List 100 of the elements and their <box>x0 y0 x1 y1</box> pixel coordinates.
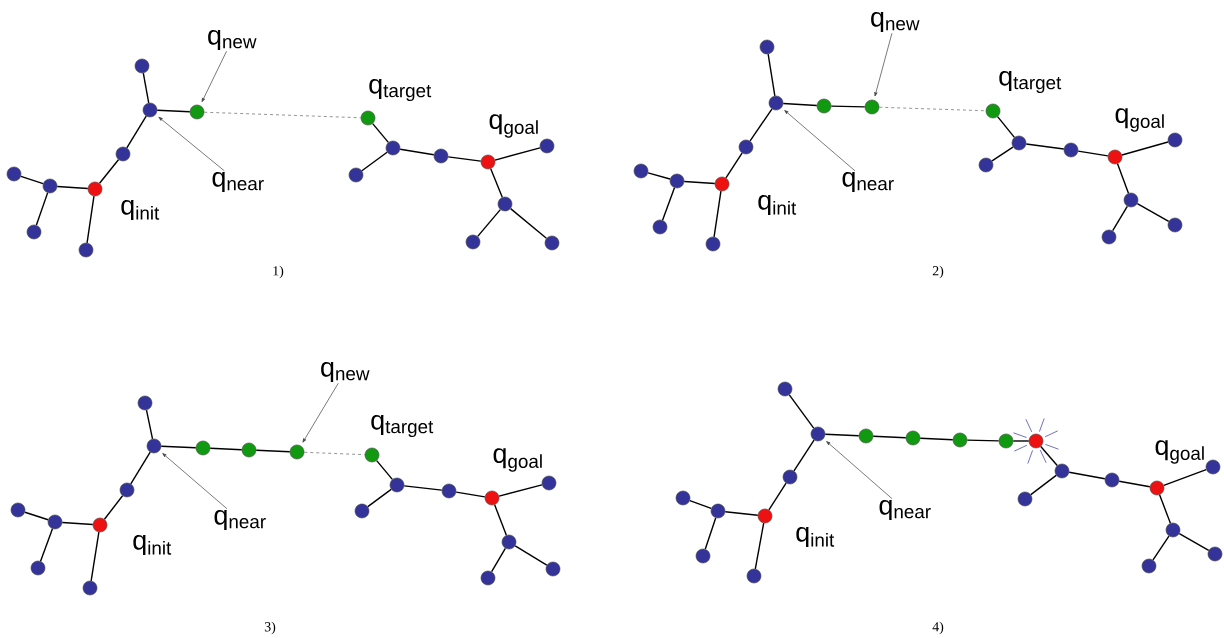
pointer-label: q$_{new}$ <box>208 29 257 50</box>
tree-edge <box>872 435 907 439</box>
tree-node <box>759 39 775 55</box>
tree-node <box>539 138 555 154</box>
tree-edge <box>24 511 49 521</box>
tree-edge <box>35 192 49 226</box>
tree-node <box>30 560 46 576</box>
tree-node <box>195 440 211 456</box>
tree-edge <box>919 437 954 441</box>
panel-number: 4) <box>932 621 944 635</box>
tree-edge <box>1163 468 1207 487</box>
tree-node <box>768 95 784 111</box>
tree-node <box>1017 491 1033 507</box>
tree-node <box>998 433 1014 449</box>
tree-node <box>115 146 131 162</box>
tree-edge <box>61 521 94 526</box>
tree-node <box>42 178 58 194</box>
leader-arrow <box>302 382 339 443</box>
tree-edge <box>1040 445 1058 467</box>
tree-edge <box>991 146 1014 162</box>
leader-arrow <box>784 110 856 172</box>
pointer-label: q$_{near}$ <box>214 509 266 530</box>
leader-arrow <box>826 441 893 500</box>
tree-node <box>348 167 364 183</box>
node-label: q$_{target}$ <box>369 78 432 102</box>
tree-edge <box>491 547 507 573</box>
tree-node <box>364 447 380 463</box>
tree-node <box>501 534 517 550</box>
pointer-label: q$_{near}$ <box>879 499 931 520</box>
tree-edge <box>403 485 443 491</box>
tree-node <box>978 157 994 173</box>
tree-node <box>858 428 874 444</box>
tree-node <box>675 490 691 506</box>
tree-node <box>714 176 730 192</box>
tree-node <box>134 58 150 74</box>
tree-node <box>1165 522 1181 538</box>
tree-node <box>1107 149 1123 165</box>
tree-node <box>1207 546 1223 562</box>
tree-edge <box>713 190 722 238</box>
tree-node <box>695 548 711 564</box>
tree-node <box>652 219 668 235</box>
tree-node <box>78 242 94 258</box>
node-label: q$_{target}$ <box>999 70 1062 94</box>
tree-edge <box>647 172 671 180</box>
tree-edge <box>493 504 508 536</box>
tree-node <box>777 381 793 397</box>
panel-number: 3) <box>264 621 276 635</box>
tree-edge <box>661 187 676 221</box>
tree-edge <box>361 151 388 172</box>
tree-edge <box>1030 474 1057 496</box>
tree-edge <box>494 147 541 161</box>
tree-edge <box>966 439 1000 442</box>
tree-node <box>985 103 1001 119</box>
tree-node <box>6 166 22 182</box>
tree-edge <box>142 72 150 104</box>
tree-node <box>816 98 832 114</box>
leader-arrow <box>874 32 893 97</box>
node-label: q$_{goal}$ <box>1115 108 1164 132</box>
panel-number: 1) <box>273 265 284 279</box>
tree-node <box>710 503 726 519</box>
leader-arrow <box>162 453 228 510</box>
node-label: q$_{init}$ <box>121 199 160 220</box>
tree-node <box>1011 135 1027 151</box>
node-label: q$_{goal}$ <box>493 448 542 472</box>
node-label: q$_{init}$ <box>758 194 797 215</box>
tree-node <box>810 426 826 442</box>
tree-edge <box>1158 494 1172 524</box>
tree-edge <box>782 102 818 107</box>
tree-node <box>87 181 103 197</box>
tree-node <box>47 514 63 530</box>
tree-edge <box>455 491 486 498</box>
node-label: q$_{target}$ <box>371 414 434 438</box>
tree-edge <box>1152 535 1170 561</box>
tree-edge <box>126 115 147 149</box>
tree-edge <box>1121 141 1169 156</box>
tree-node <box>669 173 685 189</box>
tree-node <box>1141 558 1157 574</box>
tree-edge <box>754 522 765 570</box>
highlighted-tree-node <box>1028 433 1044 449</box>
tree-node <box>633 163 649 179</box>
node-label: q$_{goal}$ <box>489 114 538 138</box>
tree-node <box>746 568 762 584</box>
tree-edge <box>724 511 759 516</box>
tree-node <box>1167 132 1183 148</box>
tree-node <box>354 503 370 519</box>
panel-number: 2) <box>932 265 944 279</box>
tree-edge <box>90 531 100 582</box>
tree-node <box>480 154 496 170</box>
tree-edge <box>367 488 392 508</box>
tree-node <box>864 99 880 115</box>
tree-edge <box>1116 163 1130 194</box>
pointer-label: q$_{new}$ <box>321 361 370 382</box>
tree-node <box>1167 217 1183 233</box>
tree-edge <box>1118 480 1151 488</box>
tree-edge <box>1012 440 1030 442</box>
tree-edge <box>372 122 390 144</box>
tree-edge <box>160 445 197 449</box>
tree-node <box>757 508 773 524</box>
pointer-label: q$_{near}$ <box>842 171 894 192</box>
leader-arrow <box>158 116 225 172</box>
